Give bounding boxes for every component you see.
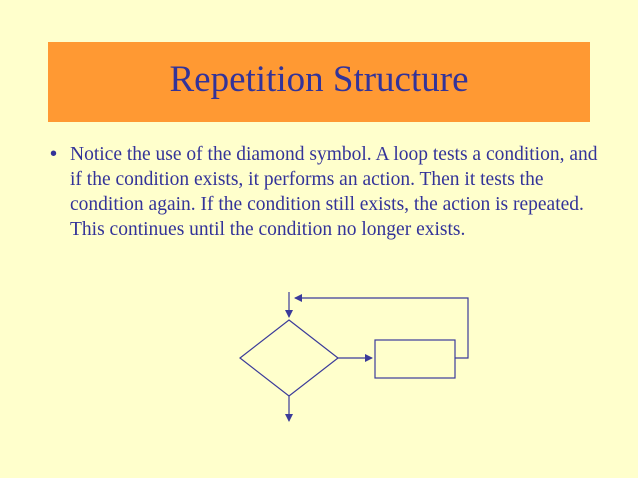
loop-back-path [294,294,469,359]
action-box [374,339,456,379]
title-bar: Repetition Structure [48,42,590,122]
slide-title: Repetition Structure [169,58,469,100]
decision-diamond [239,319,339,397]
bullet-text: Notice the use of the diamond symbol. A … [70,144,598,240]
bullet-item: • Notice the use of the diamond symbol. … [50,142,598,242]
bullet-icon: • [50,143,58,165]
